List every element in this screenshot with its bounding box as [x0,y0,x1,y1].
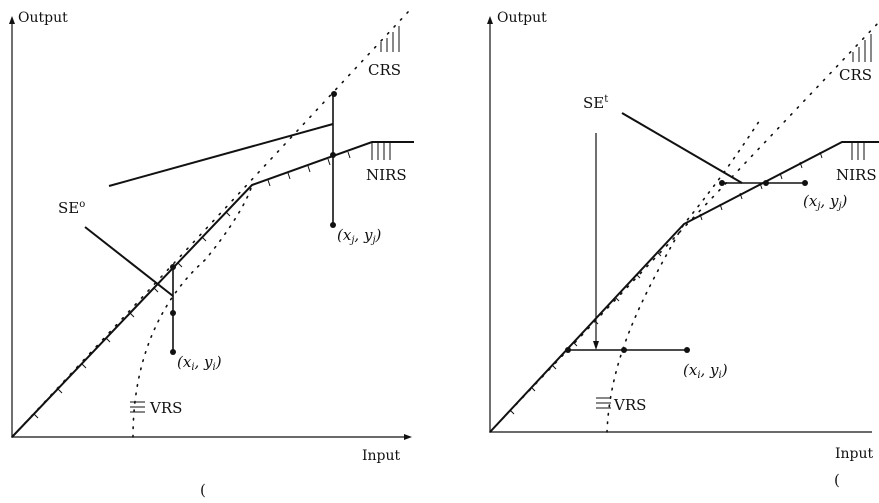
right-dot-i [684,347,690,353]
left-dot-i-frontier [170,264,176,270]
right-frontier-ticks [509,151,823,415]
left-crs-ray [11,11,409,438]
right-point-j-label: (xj, yj) [803,192,848,212]
right-y-axis-label: Output [497,10,547,26]
left-point-j-label: (xj, yj) [337,226,382,246]
left-frontier-ticks [33,151,351,419]
right-crs-label: CRS [839,66,872,84]
right-se-leader-diagonal [621,112,743,184]
left-nirs-frontier [11,141,414,438]
left-vrs-label: VRS [149,399,182,417]
right-caption: ( [834,471,840,489]
left-dot-i-vrs [170,310,176,316]
left-nirs-label: NIRS [366,166,407,184]
left-dot-j [330,222,336,228]
right-nirs-frontier [489,141,879,433]
right-crs-hatch [852,34,872,62]
right-dot-i-frontier [565,347,571,353]
right-se-label: SEt [583,94,608,112]
left-se-leader-lower [84,226,174,297]
right-vrs-hatch [596,397,611,409]
right-y-arrow [487,16,493,24]
right-se-arrowhead [593,341,599,350]
left-se-leader-upper [108,123,334,187]
right-point-i-label: (xi, yi) [683,361,728,381]
left-x-axis-label: Input [362,448,401,464]
left-vrs-curve [132,184,253,438]
right-dot-j-crs [719,180,725,186]
right-nirs-hatch [851,143,865,160]
right-panel: Output Input CRS [487,10,879,489]
left-dot-j-frontier [330,152,336,158]
left-crs-hatch [380,26,400,52]
left-dot-j-crs [331,91,337,97]
left-dot-i [170,349,176,355]
left-x-arrow [404,434,412,440]
left-se-label: SEo [58,199,85,217]
left-crs-label: CRS [368,61,401,79]
left-caption: ( [200,481,206,498]
right-dot-j [802,180,808,186]
left-panel: Output Input CRS [9,10,414,499]
right-dot-i-vrs [621,347,627,353]
left-point-i-label: (xi, yi) [177,353,222,373]
left-y-axis-label: Output [18,10,68,26]
left-y-arrow [9,16,15,24]
right-dot-j-frontier [763,180,769,186]
right-vrs-curve [606,119,761,433]
left-nirs-hatch [371,143,391,160]
right-x-axis-label: Input [835,446,874,462]
left-vrs-hatch [130,401,145,413]
right-vrs-label: VRS [613,396,646,414]
right-nirs-label: NIRS [836,166,877,184]
